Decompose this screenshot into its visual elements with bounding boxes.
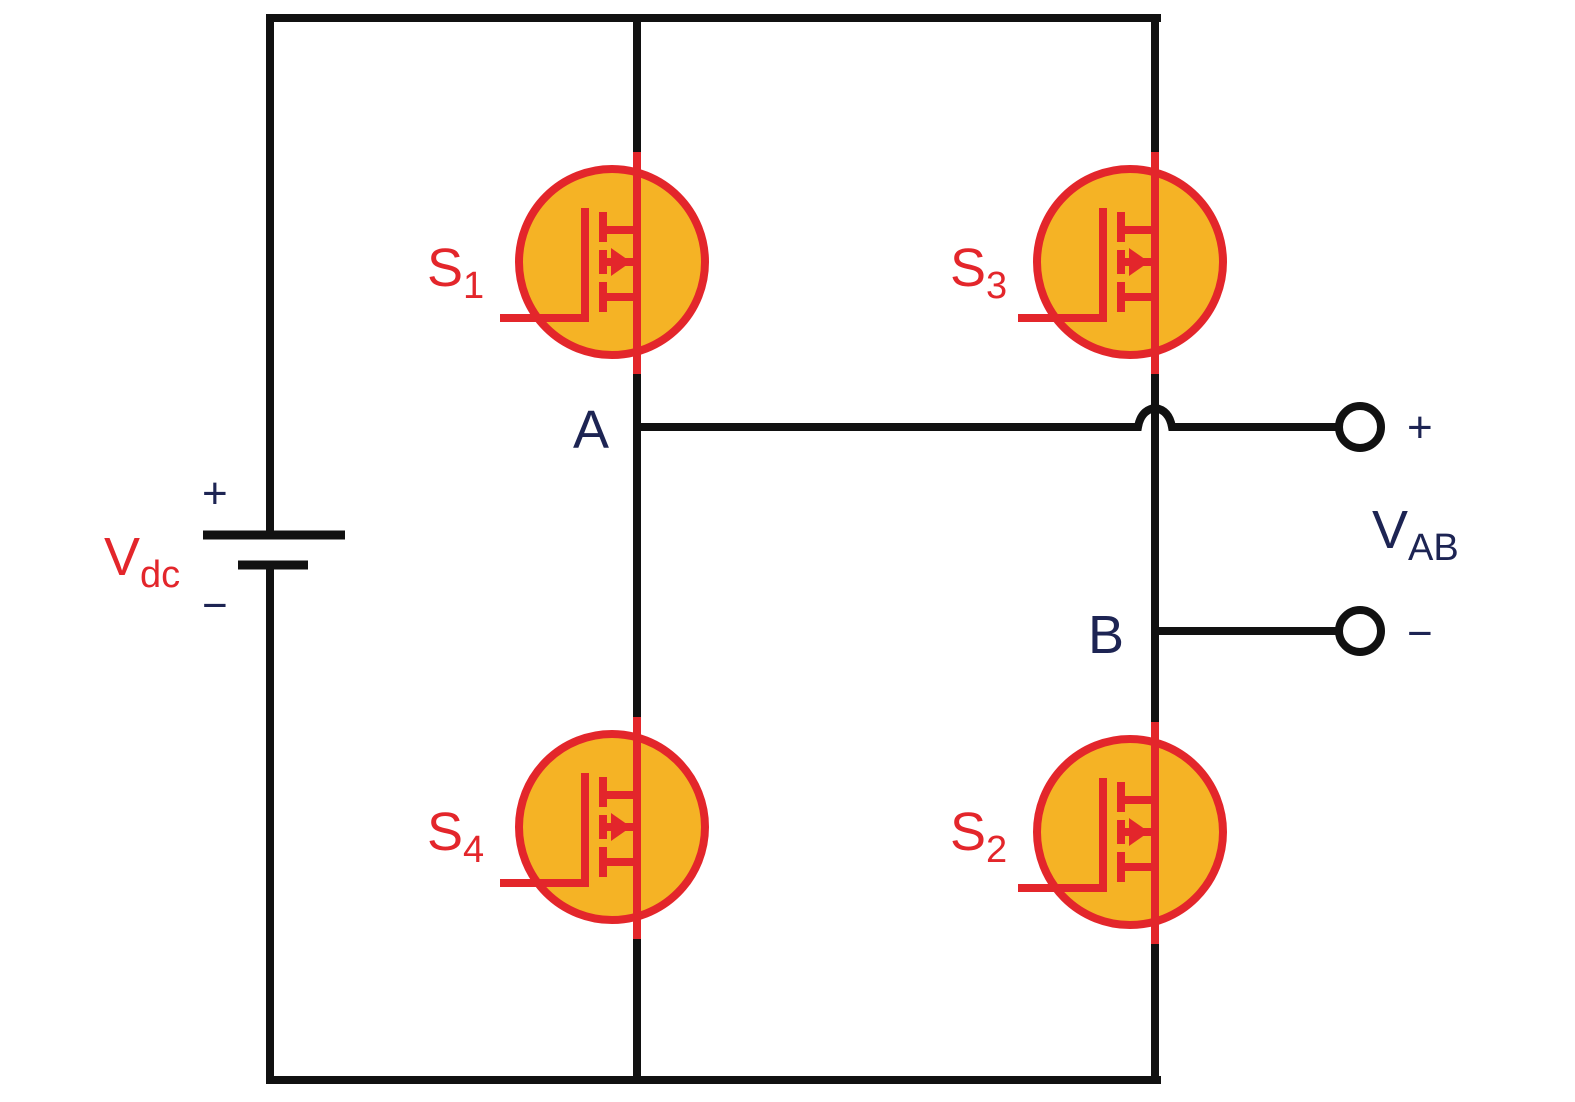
wire-node-a-output: [633, 403, 1342, 431]
mosfet-s2-icon[interactable]: [1018, 722, 1227, 944]
mosfet-arrow: [1129, 818, 1149, 846]
output-terminal-positive[interactable]: [1335, 402, 1385, 452]
switch-label-s4: S4: [427, 802, 484, 871]
output-label: VAB: [1372, 500, 1459, 569]
mosfet-gate: [1018, 778, 1107, 892]
mosfet-arrow: [1129, 248, 1149, 276]
output-plus: +: [1407, 403, 1433, 452]
mosfet-gate: [500, 208, 589, 322]
node-a-label: A: [573, 400, 609, 460]
mosfet-s3-icon[interactable]: [1018, 152, 1227, 374]
switch-label-s3: S3: [950, 238, 1007, 307]
mosfet-gate: [1018, 208, 1107, 322]
node-b-label: B: [1088, 605, 1124, 665]
source-label: Vdc: [104, 527, 180, 596]
source-minus: −: [202, 581, 228, 630]
switch-label-s2: S2: [950, 802, 1007, 871]
battery: [203, 530, 345, 570]
output-terminals: [1335, 402, 1385, 656]
switch-label-s1: S1: [427, 238, 484, 307]
output-terminal-negative[interactable]: [1335, 606, 1385, 656]
mosfet-s4-icon[interactable]: [500, 717, 709, 939]
mosfet-s1-icon[interactable]: [500, 152, 709, 374]
mosfet-gate: [500, 773, 589, 887]
output-minus: −: [1407, 609, 1433, 658]
mosfet-arrow: [611, 248, 631, 276]
wires: [266, 14, 1342, 1084]
source-plus: +: [202, 469, 228, 518]
mosfet-arrow: [611, 813, 631, 841]
